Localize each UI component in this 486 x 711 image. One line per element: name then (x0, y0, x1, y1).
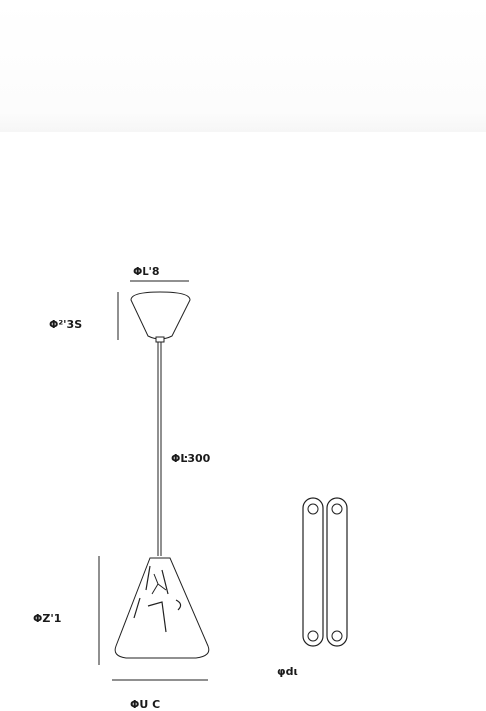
canopy-width-label: ΦԼ'8 (133, 265, 160, 278)
canopy-height-label: Φ²'3S (49, 318, 82, 331)
lamp-shade (114, 557, 210, 659)
shade-decoration-figure (151, 573, 167, 595)
shade-width-label: ΦU C (130, 698, 160, 711)
clip-label: φdι (277, 665, 298, 678)
top-background-band (0, 0, 486, 132)
ceiling-canopy (130, 291, 191, 340)
mounting-clip-right (326, 497, 348, 647)
mounting-clip-left (302, 497, 324, 647)
shade-height-label: ΦZ'1 (33, 612, 61, 625)
shade-decoration (133, 565, 182, 633)
canopy-cord-grip (155, 336, 165, 343)
cord-length-label: ΦĿ300 (171, 452, 211, 465)
